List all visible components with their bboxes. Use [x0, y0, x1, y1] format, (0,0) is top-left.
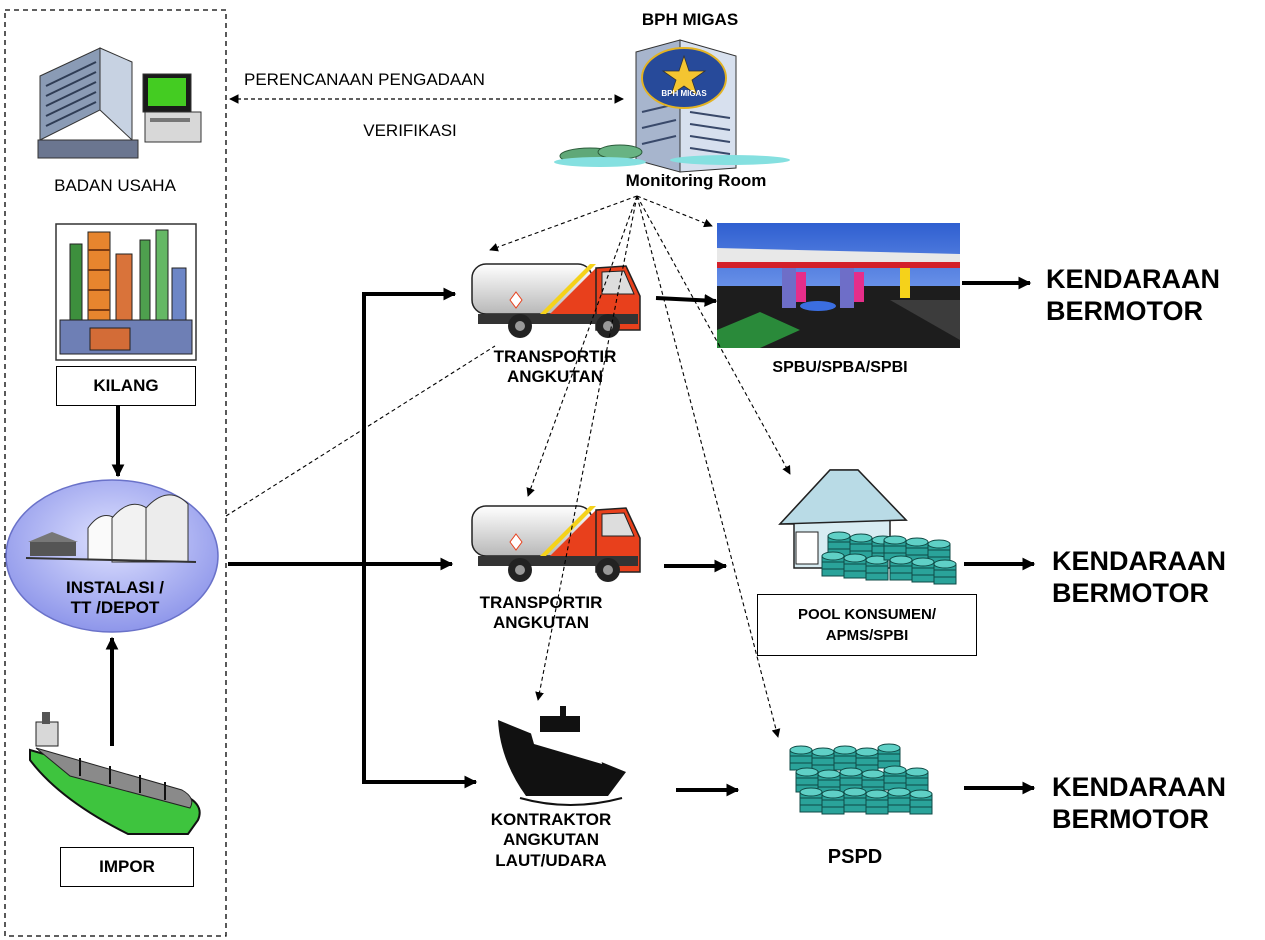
consumer2-line2: BERMOTOR: [1052, 577, 1210, 608]
truck2-line2: ANGKUTAN: [492, 613, 589, 633]
source-panel: [4, 9, 227, 937]
truck1-line1: TRANSPORTIR: [493, 347, 617, 366]
bph-migas-tower-icon: [554, 39, 790, 173]
depot-label-line1: INSTALASI /: [66, 578, 164, 597]
refinery-icon: [55, 223, 197, 361]
refinery-label: KILANG: [93, 376, 159, 395]
monitoring-links: [225, 195, 791, 738]
gas-station-image: [717, 223, 960, 348]
pool-line1: POOL KONSUMEN/: [797, 606, 937, 623]
business-label: BADAN USAHA: [54, 176, 176, 195]
consumer3-line1: KENDARAAN: [1052, 772, 1226, 802]
storage-tanks-icon: [25, 494, 197, 563]
consumer2-line1: KENDARAAN: [1052, 546, 1226, 576]
ship-line2: ANGKUTAN: [502, 830, 599, 850]
fuel-truck-icon: [471, 263, 641, 338]
planning-label: PERENCANAAN PENGADAAN: [244, 70, 485, 89]
consumer1-line1: KENDARAAN: [1046, 264, 1220, 294]
flow-lines: [105, 276, 1036, 797]
bph-migas-title: BPH MIGAS: [641, 10, 739, 29]
oil-drums-icon: [789, 743, 933, 815]
monitoring-room-label: Monitoring Room: [625, 171, 767, 190]
refinery-box: KILANG: [56, 366, 196, 406]
cargo-ship-icon: [498, 706, 626, 806]
oil-drums-icon: [821, 531, 957, 585]
consumer3-line2: BERMOTOR: [1052, 803, 1210, 834]
depot-label: INSTALASI /TT /DEPOT: [40, 578, 190, 619]
import-box: IMPOR: [60, 847, 194, 887]
pool-house-icon: [778, 469, 908, 569]
pspd-label: PSPD: [827, 846, 883, 868]
depot-label-line2: TT /DEPOT: [70, 598, 160, 618]
verification-label: VERIFIKASI: [363, 121, 457, 140]
station-label: SPBU/SPBA/SPBI: [772, 359, 908, 376]
import-label: IMPOR: [99, 857, 155, 876]
pool-box: POOL KONSUMEN/APMS/SPBI: [757, 594, 977, 656]
oil-tanker-icon: [29, 712, 201, 835]
fuel-truck-icon: [471, 505, 641, 582]
truck2-line1: TRANSPORTIR: [479, 593, 603, 612]
truck1-line2: ANGKUTAN: [506, 367, 603, 387]
ship-line3: LAUT/UDARA: [495, 850, 607, 870]
logo-text: BPH MIGAS: [661, 89, 707, 98]
pool-line2: APMS/SPBI: [825, 627, 909, 644]
consumer1-line2: BERMOTOR: [1046, 295, 1204, 326]
ship-line1: KONTRAKTOR: [490, 810, 612, 829]
office-building-icon: [37, 47, 202, 159]
